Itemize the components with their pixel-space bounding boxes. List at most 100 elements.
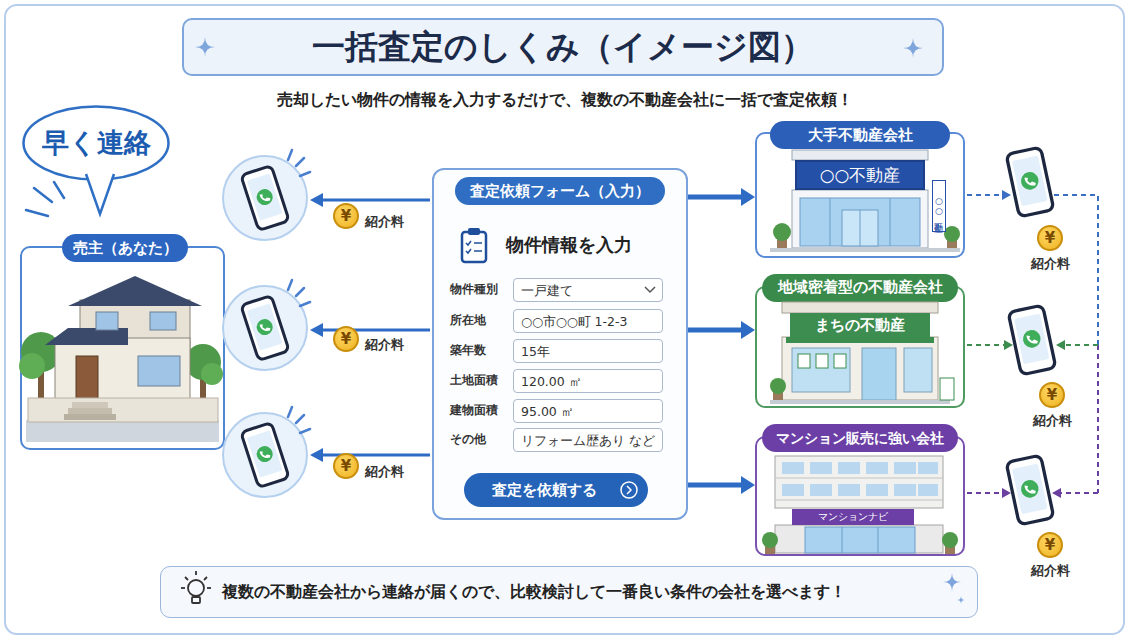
apartment-building (918, 484, 938, 496)
bubble-text: 早く連絡 (22, 105, 170, 181)
form-field: 土地面積120.00 ㎡ (513, 369, 663, 393)
apartment-building (942, 532, 958, 548)
button-icon (627, 486, 631, 494)
flow-arrow (688, 188, 755, 206)
apartment-building (782, 484, 804, 496)
vertical-sign: ○○不動産 (932, 180, 946, 232)
coin-symbol: ¥ (1037, 532, 1063, 558)
field-label: 土地面積 (450, 372, 510, 390)
office-building (777, 238, 787, 248)
bubble-tail (34, 188, 52, 202)
ring-rays (296, 158, 304, 166)
shop-building (816, 354, 828, 368)
company-phone (1006, 147, 1054, 217)
panel-header: 売主（あなた） (62, 234, 188, 262)
apartment-building (805, 527, 915, 553)
button-icon (621, 482, 637, 498)
form-field: 物件種別一戸建て (513, 278, 663, 302)
fee-label: 紹介料 (1025, 256, 1075, 274)
note-box: 複数の不動産会社から連絡が届くので、比較検討して一番良い条件の会社を選べます！ (160, 566, 978, 618)
fee-label: 紹介料 (1027, 413, 1077, 431)
fee-coin: ¥紹介料 (333, 203, 359, 229)
bubble-tail (54, 182, 64, 198)
clipboard-icon (462, 232, 486, 262)
arrow-line (688, 195, 741, 200)
ring-rays (300, 302, 310, 306)
panel-header: 地域密着型の不動産会社 (762, 274, 958, 302)
company-panel: マンション販売に強い会社マンションナビ (755, 436, 965, 556)
flow-arrow (688, 321, 755, 339)
clipboard-icon (466, 241, 471, 253)
dashed-arrow-head (1004, 340, 1013, 350)
dashed-arrow-head (1056, 340, 1065, 350)
office-building (800, 198, 920, 246)
apartment-building (866, 462, 888, 474)
house-illustration (45, 328, 128, 345)
shop-building (770, 302, 954, 404)
apartment-building (838, 462, 860, 474)
ring-rays (300, 172, 310, 176)
diagram-title: 一括査定のしくみ（イメージ図） (182, 18, 944, 76)
sign-text: マンションナビ (792, 509, 914, 525)
arrow-line (688, 328, 741, 333)
house-illustration (28, 398, 218, 422)
field-value: 120.00 ㎡ (521, 372, 651, 390)
coin-symbol: ¥ (333, 326, 359, 352)
form-field: 建物面積95.00 ㎡ (513, 399, 663, 423)
house-illustration (150, 312, 176, 330)
contact-arrow (320, 329, 430, 332)
contact-arrow (310, 448, 323, 462)
shop-building (782, 302, 938, 313)
submit-button: 査定を依頼する (464, 473, 648, 507)
company-panel: 地域密着型の不動産会社まちの不動産 (755, 286, 965, 408)
apartment-building (762, 532, 778, 548)
fee-label: 紹介料 (365, 214, 421, 232)
dashed-contact-arrow (967, 194, 1003, 196)
apartment-building (775, 478, 943, 479)
apartment-building (918, 462, 938, 474)
phone-circle (223, 413, 307, 497)
fee-label: 紹介料 (365, 464, 421, 482)
house-illustration (68, 408, 112, 414)
dropdown-chevron (645, 287, 655, 292)
house-illustration (201, 363, 223, 385)
panel-header: マンション販売に強い会社 (762, 424, 958, 452)
subtitle: 売却したい物件の情報を入力するだけで、複数の不動産会社に一括で査定依頼！ (150, 88, 980, 112)
field-value: リフォーム歴あり など (521, 431, 651, 449)
ring-rays (288, 407, 292, 417)
apartment-building (810, 462, 832, 474)
shop-building (770, 378, 786, 394)
phone-circle (241, 422, 289, 487)
fee-label: 紹介料 (365, 337, 421, 355)
dashed-contact-arrow (967, 492, 1003, 494)
field-label: 物件種別 (450, 281, 510, 299)
coin-symbol: ¥ (333, 453, 359, 479)
bubble-tail (26, 174, 114, 216)
fee-coin: ¥紹介料 (333, 453, 359, 479)
bulb-icon (185, 577, 188, 580)
sparkle (943, 573, 961, 591)
company-phone (1006, 147, 1056, 525)
apartment-building (894, 484, 916, 496)
house-illustration (72, 402, 108, 408)
apartment-building (762, 456, 958, 554)
form-field: 築年数15年 (513, 339, 663, 363)
office-building (770, 248, 960, 252)
house-illustration (80, 300, 190, 350)
dashed-contact-arrow (967, 344, 1005, 346)
form-heading: 物件情報を入力 (506, 232, 676, 258)
shop-building (792, 348, 850, 392)
field-label: 所在地 (450, 312, 510, 330)
fee-label: 紹介料 (1025, 563, 1075, 581)
note-text: 複数の不動産会社から連絡が届くので、比較検討して一番良い条件の会社を選べます！ (222, 566, 967, 618)
shop-building (798, 354, 810, 368)
coin-symbol: ¥ (1037, 225, 1063, 251)
ring-rays (296, 288, 304, 296)
shop-building (904, 348, 932, 392)
sparkle (195, 37, 965, 604)
form-field: 所在地○○市○○町 1-2-3 (513, 309, 663, 333)
bubble-tail (26, 210, 48, 216)
apartment-building (838, 484, 860, 496)
flow-arrow (688, 476, 755, 494)
